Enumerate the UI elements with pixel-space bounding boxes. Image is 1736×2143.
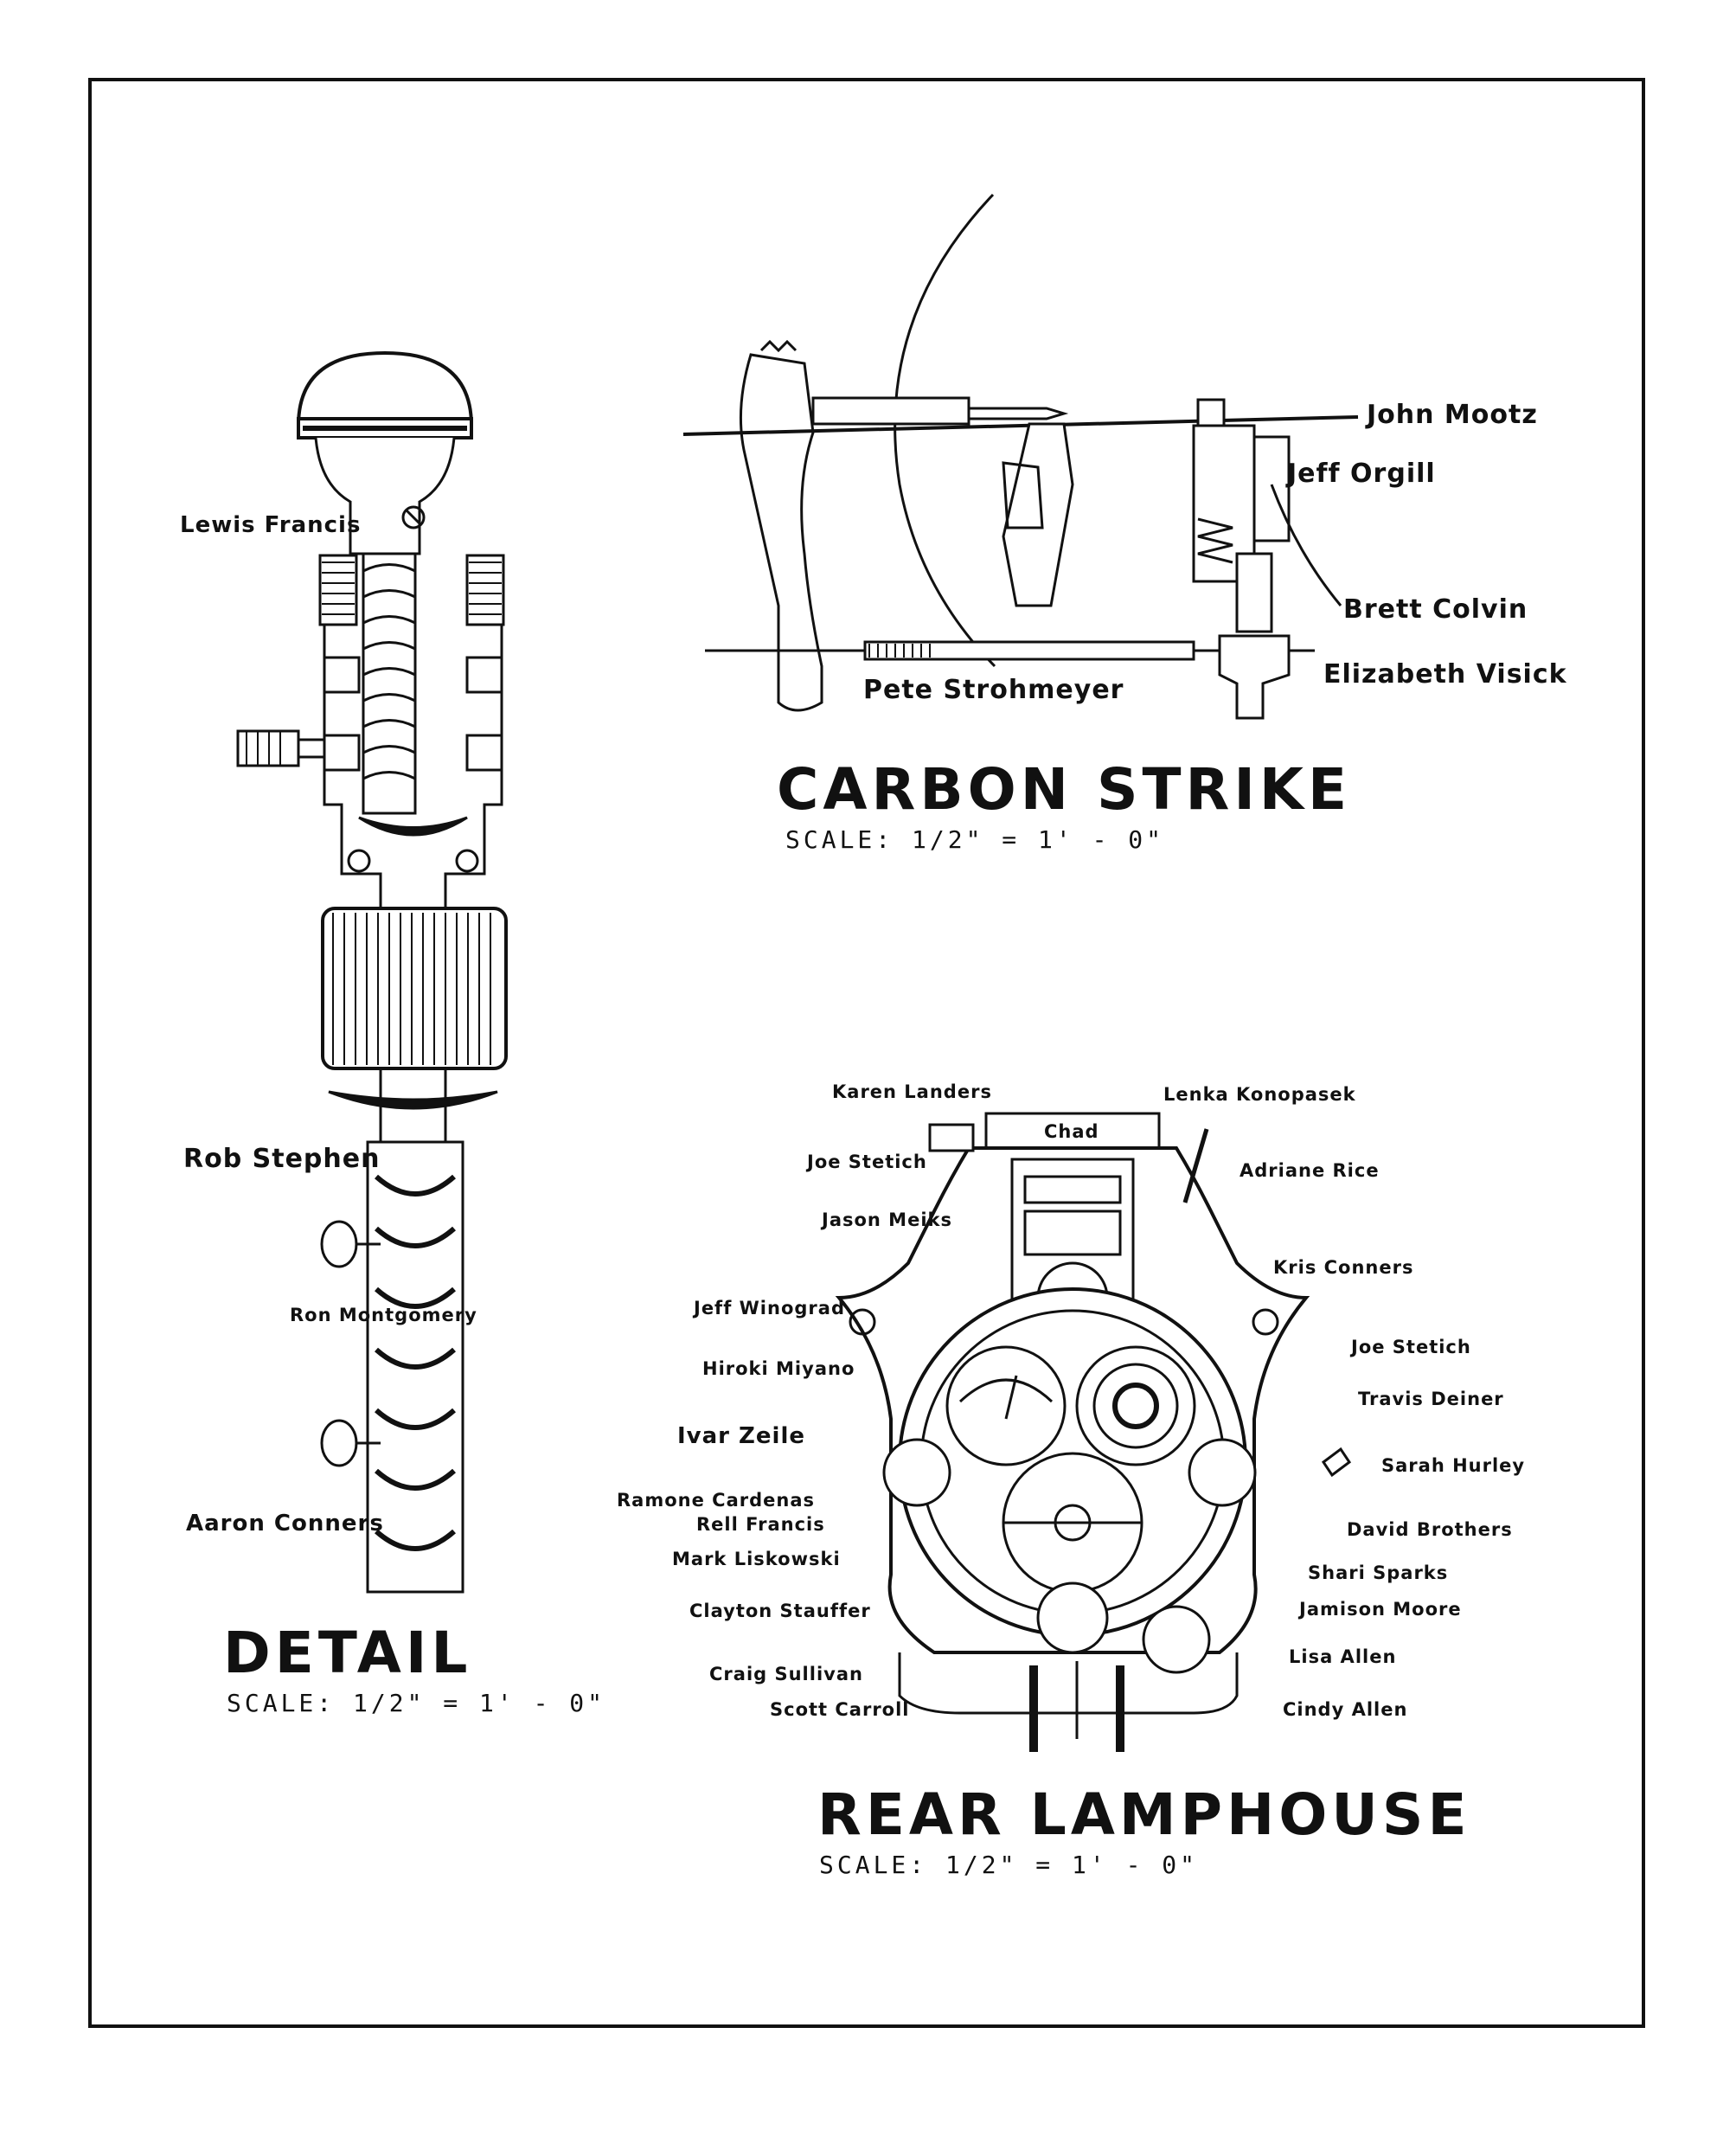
detail-title: DETAIL: [223, 1620, 472, 1686]
label-jamison-moore: Jamison Moore: [1299, 1599, 1462, 1620]
detail-scale: SCALE: 1/2" = 1' - 0": [227, 1689, 606, 1717]
label-mark-liskowski: Mark Liskowski: [672, 1549, 841, 1569]
label-jason-meiks: Jason Meiks: [822, 1209, 952, 1230]
label-aaron-conners: Aaron Conners: [186, 1511, 384, 1537]
carbon-strike-drawing: [682, 193, 1359, 720]
rear-lamphouse-drawing: [835, 1112, 1352, 1752]
label-travis-deiner: Travis Deiner: [1358, 1389, 1504, 1409]
detail-drawing: [236, 350, 508, 1594]
label-shari-sparks: Shari Sparks: [1308, 1562, 1449, 1583]
label-john-mootz: John Mootz: [1367, 400, 1538, 430]
label-adriane-rice: Adriane Rice: [1240, 1160, 1380, 1181]
label-cindy-allen: Cindy Allen: [1283, 1699, 1408, 1720]
label-lenka-konopasek: Lenka Konopasek: [1163, 1084, 1356, 1105]
label-ron-montgomery: Ron Montgomery: [290, 1305, 477, 1325]
rear-lamphouse-title: REAR LAMPHOUSE: [817, 1781, 1471, 1848]
carbon-strike-scale: SCALE: 1/2" = 1' - 0": [785, 825, 1165, 854]
label-rob-stephen: Rob Stephen: [183, 1144, 381, 1174]
label-david-brothers: David Brothers: [1347, 1519, 1513, 1540]
label-lewis-francis: Lewis Francis: [180, 512, 362, 538]
label-jeff-orgill: Jeff Orgill: [1287, 459, 1436, 489]
label-lisa-allen: Lisa Allen: [1289, 1646, 1397, 1667]
label-ramone-cardenas: Ramone Cardenas: [617, 1490, 815, 1511]
label-hiroki-miyano: Hiroki Miyano: [702, 1358, 855, 1379]
poster-frame: [88, 78, 1645, 2028]
label-scott-carroll: Scott Carroll: [770, 1699, 910, 1720]
label-karen-landers: Karen Landers: [832, 1081, 992, 1102]
label-rell-francis: Rell Francis: [696, 1514, 825, 1535]
label-clayton-stauffer: Clayton Stauffer: [689, 1601, 871, 1621]
label-joe-stetich-top: Joe Stetich: [807, 1152, 927, 1172]
carbon-strike-title: CARBON STRIKE: [777, 756, 1352, 823]
label-sarah-hurley: Sarah Hurley: [1381, 1455, 1526, 1476]
label-chad: Chad: [1044, 1121, 1099, 1142]
label-jeff-winograd: Jeff Winograd: [694, 1298, 845, 1319]
rear-lamphouse-scale: SCALE: 1/2" = 1' - 0": [819, 1851, 1199, 1879]
label-ivar-zeile: Ivar Zeile: [677, 1423, 805, 1449]
label-joe-stetich-right: Joe Stetich: [1351, 1337, 1471, 1357]
label-elizabeth-visick: Elizabeth Visick: [1323, 659, 1567, 690]
label-brett-colvin: Brett Colvin: [1343, 594, 1528, 625]
label-craig-sullivan: Craig Sullivan: [709, 1664, 863, 1684]
label-pete-strohmeyer: Pete Strohmeyer: [863, 675, 1124, 705]
label-kris-conners: Kris Conners: [1273, 1257, 1414, 1278]
